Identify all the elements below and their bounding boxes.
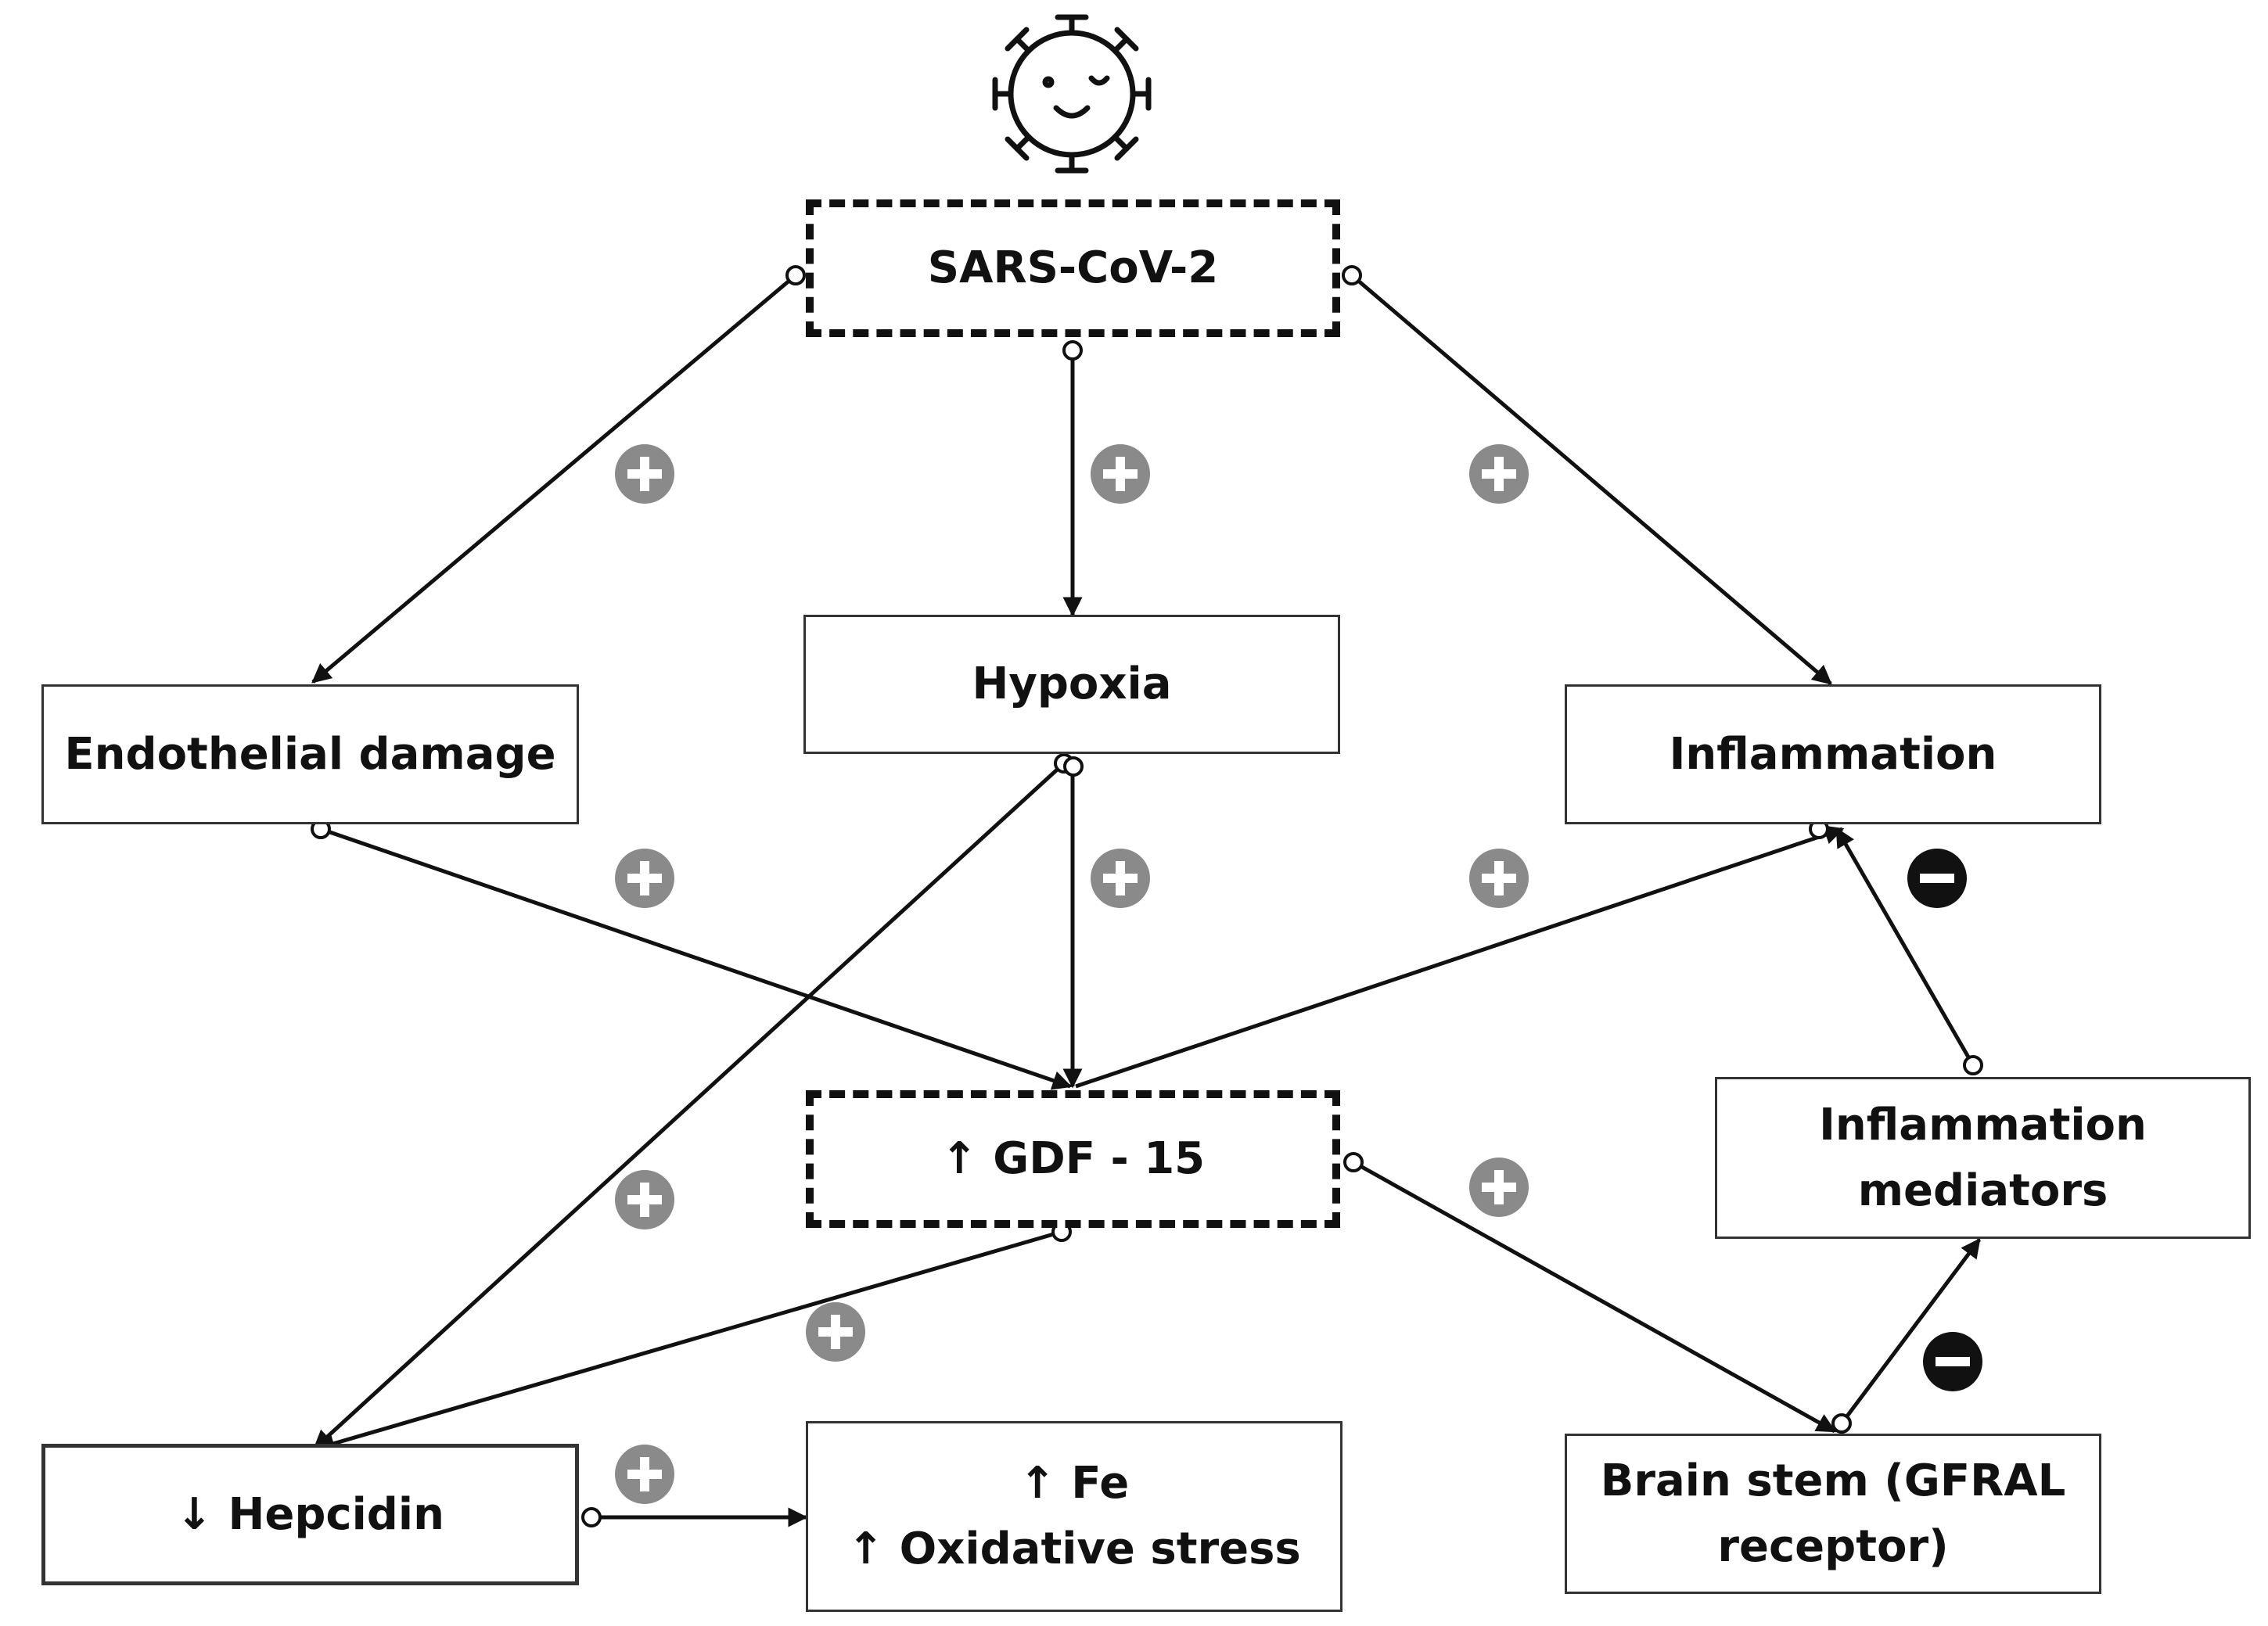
plus-icon	[615, 849, 674, 908]
connector-dot	[1343, 1152, 1364, 1172]
connector-dot	[1342, 265, 1362, 285]
node-mediators-line2: mediators	[1857, 1165, 2108, 1216]
node-endothelial-damage: Endothelial damage	[41, 684, 579, 824]
virus-icon	[992, 14, 1152, 174]
node-gdf15: ↑ GDF - 15	[806, 1090, 1340, 1228]
node-fe-line1: ↑ Fe	[1019, 1458, 1130, 1509]
connector-dot	[581, 1507, 602, 1527]
plus-icon	[806, 1302, 865, 1362]
node-inflammation: Inflammation	[1565, 684, 2101, 824]
edge-brainstem-mediators	[1839, 1237, 1982, 1425]
minus-icon	[1923, 1332, 1982, 1391]
node-sars-cov-2-label: SARS-CoV-2	[927, 242, 1219, 293]
edge-gdf15-hepcidin	[315, 1229, 1062, 1453]
node-inflammation-label: Inflammation	[1669, 728, 1997, 780]
connector-dot	[1063, 756, 1084, 777]
plus-icon	[1469, 444, 1529, 504]
edge-mediators-inflammation	[1835, 827, 1975, 1067]
edge-gdf15-brainstem	[1352, 1160, 1837, 1434]
plus-icon	[615, 444, 674, 504]
node-gdf15-label: ↑ GDF - 15	[940, 1133, 1206, 1184]
plus-icon	[1091, 444, 1150, 504]
node-brain-stem-line2: receptor)	[1717, 1520, 1949, 1572]
plus-icon	[615, 1170, 674, 1229]
node-brain-stem: Brain stem (GFRAL receptor)	[1565, 1434, 2101, 1594]
minus-icon	[1907, 849, 1967, 908]
edge-sars-inflammation	[1350, 274, 1832, 685]
node-endothelial-label: Endothelial damage	[64, 728, 556, 780]
plus-icon	[1469, 849, 1529, 908]
edge-gdf15-inflammation	[1075, 825, 1845, 1089]
node-fe-oxidative-stress: ↑ Fe ↑ Oxidative stress	[806, 1421, 1342, 1612]
connector-dot	[785, 265, 806, 285]
node-fe-line2: ↑ Oxidative stress	[847, 1524, 1301, 1574]
plus-icon	[615, 1445, 674, 1504]
connector-dot	[1831, 1413, 1852, 1434]
node-sars-cov-2: SARS-CoV-2	[806, 199, 1340, 337]
edge-endothelial-gdf15	[320, 827, 1073, 1090]
edge-sars-endothelial	[311, 274, 797, 684]
plus-icon	[1469, 1158, 1529, 1217]
node-hypoxia-label: Hypoxia	[972, 659, 1172, 709]
node-inflammation-mediators: Inflammation mediators	[1715, 1077, 2251, 1239]
node-hepcidin: ↓ Hepcidin	[41, 1444, 579, 1585]
plus-icon	[1091, 849, 1150, 908]
node-hepcidin-label: ↓ Hepcidin	[176, 1488, 444, 1540]
connector-dot	[1963, 1055, 1983, 1075]
edge-hypoxia-hepcidin	[313, 762, 1066, 1450]
connector-dot	[1062, 340, 1083, 361]
node-brain-stem-line1: Brain stem (GFRAL	[1600, 1455, 2066, 1506]
node-hypoxia: Hypoxia	[803, 615, 1340, 754]
node-mediators-line1: Inflammation	[1819, 1099, 2147, 1150]
